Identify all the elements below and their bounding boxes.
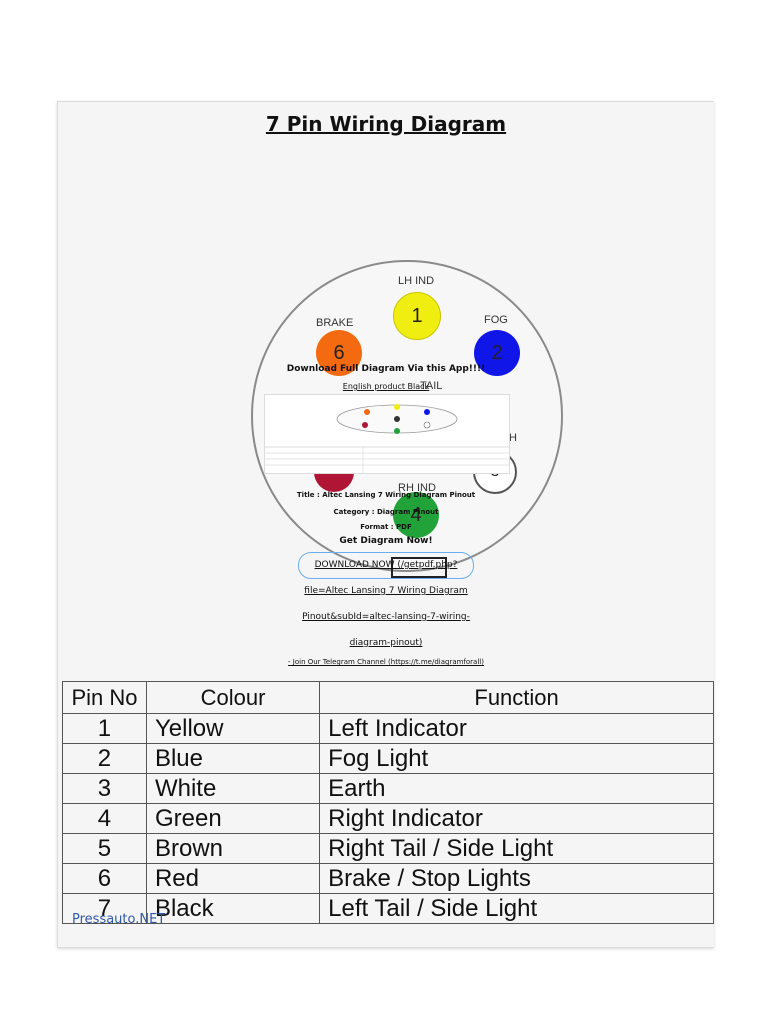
overlay-cta[interactable]: Get Diagram Now! — [339, 536, 433, 546]
watermark-text: Pressauto.NET — [72, 912, 166, 927]
cell-colour: Black — [145, 893, 321, 924]
cell-function: Left Tail / Side Light — [319, 893, 714, 924]
download-link-line-2[interactable]: file=Altec Lansing 7 Wiring Diagram — [304, 586, 468, 596]
download-link-pill[interactable] — [298, 552, 474, 579]
cell-pin: 1 — [62, 713, 147, 744]
table-row: 2 Blue Fog Light — [62, 743, 714, 774]
overlay-meta-title: Title : Altec Lansing 7 Wiring Diagram P… — [296, 491, 476, 499]
pin-4-green: 4 — [393, 492, 439, 538]
telegram-link[interactable]: - Join Our Telegram Channel (https://t.m… — [288, 658, 484, 666]
pin-function-table: Pin No Colour Function 1 Yellow Left Ind… — [62, 681, 714, 924]
header-colour: Colour — [145, 681, 321, 714]
pin-number: 4 — [410, 503, 422, 526]
pin-1-yellow: 1 — [393, 292, 441, 340]
pin-label-fog: FOG — [484, 314, 508, 326]
download-link-highlight — [391, 557, 447, 578]
cell-pin: 3 — [62, 773, 147, 804]
cell-pin: 7 — [62, 893, 147, 924]
pin-6-orange: 6 — [316, 330, 362, 376]
download-link-line-3[interactable]: Pinout&subId=altec-lansing-7-wiring- — [302, 612, 470, 622]
table-row: 6 Red Brake / Stop Lights — [62, 863, 714, 894]
overlay-meta-format: Format : PDF — [360, 523, 412, 531]
overlay-meta-category: Category : Diagram Pinout — [333, 508, 439, 516]
pin-label-tail: TAIL — [420, 380, 443, 392]
table-row: 1 Yellow Left Indicator — [62, 713, 714, 744]
cell-colour: White — [145, 773, 321, 804]
pin-number: 2 — [491, 341, 503, 364]
cell-pin: 4 — [62, 803, 147, 834]
table-row: 7 Black Left Tail / Side Light — [62, 893, 714, 924]
header-pin-no: Pin No — [62, 681, 147, 714]
cell-function: Brake / Stop Lights — [319, 863, 714, 894]
pin-label-3: H — [509, 432, 517, 444]
cell-function: Right Tail / Side Light — [319, 833, 714, 864]
download-link-line-4[interactable]: diagram-pinout) — [349, 638, 423, 648]
cell-pin: 6 — [62, 863, 147, 894]
table-row: 3 White Earth — [62, 773, 714, 804]
overlay-subheading: English product Black — [342, 382, 430, 391]
table-row: 5 Brown Right Tail / Side Light — [62, 833, 714, 864]
cell-colour: Red — [145, 863, 321, 894]
cell-function: Left Indicator — [319, 713, 714, 744]
pin-number: 1 — [411, 304, 423, 327]
pin-label-rh-ind: RH IND — [398, 482, 436, 494]
thumbnail-image — [265, 404, 509, 473]
pin-number: 6 — [333, 341, 345, 364]
cell-function: Earth — [319, 773, 714, 804]
pin-label-lh-ind: LH IND — [398, 275, 435, 287]
cell-pin: 2 — [62, 743, 147, 774]
cell-pin: 5 — [62, 833, 147, 864]
diagram-thumbnail — [264, 394, 510, 474]
table-row: 4 Green Right Indicator — [62, 803, 714, 834]
cell-function: Right Indicator — [319, 803, 714, 834]
document-page: 7 Pin Wiring Diagram 1 LH IND 2 FOG 6 BR… — [57, 101, 714, 948]
header-function: Function — [319, 681, 714, 714]
cell-colour: Green — [145, 803, 321, 834]
pin-2-blue: 2 — [474, 330, 520, 376]
overlay-heading: Download Full Diagram Via this App!!!! — [286, 364, 486, 374]
cell-colour: Yellow — [145, 713, 321, 744]
download-link-line-1[interactable]: DOWNLOAD NOW (/getpdf.php? — [314, 560, 458, 570]
pin-label-brake: BRAKE — [316, 317, 354, 329]
cell-colour: Blue — [145, 743, 321, 774]
table-header-row: Pin No Colour Function — [62, 681, 714, 714]
page-title: 7 Pin Wiring Diagram — [265, 112, 507, 136]
cell-colour: Brown — [145, 833, 321, 864]
cell-function: Fog Light — [319, 743, 714, 774]
